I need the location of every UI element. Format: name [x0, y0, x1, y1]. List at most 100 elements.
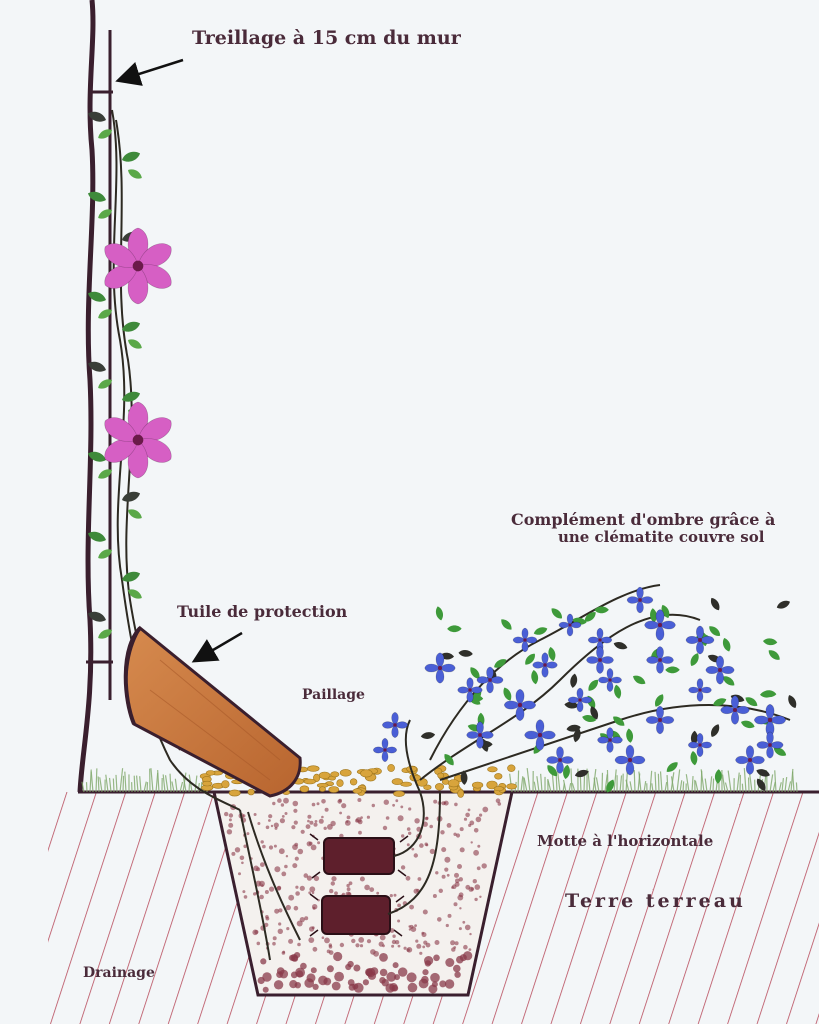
- soil-dot: [405, 875, 411, 881]
- petal: [730, 695, 740, 711]
- soil-dot: [314, 820, 318, 823]
- soil-dot: [278, 922, 282, 926]
- grass-blade: [179, 781, 184, 793]
- petal: [715, 669, 725, 685]
- petal: [556, 746, 564, 761]
- soil-dot: [297, 942, 301, 947]
- label-shade-line2: une clématite couvre sol: [557, 528, 765, 547]
- grass-blade: [659, 771, 663, 793]
- soil-dot: [318, 818, 324, 824]
- mulch-chip: [434, 783, 444, 791]
- grass-blade: [540, 773, 543, 793]
- leaf-icon: [690, 730, 698, 746]
- soil-dot: [327, 824, 333, 830]
- grass-blade: [551, 773, 555, 793]
- petal: [489, 676, 504, 684]
- grass-blade: [619, 775, 623, 793]
- soil-dot: [329, 888, 334, 894]
- flower-center: [718, 668, 722, 672]
- soil-dot: [435, 871, 439, 875]
- leaf-icon: [87, 111, 106, 122]
- mulch-chip: [330, 771, 340, 778]
- soil-dot: [474, 884, 481, 890]
- soil-dot: [477, 844, 481, 848]
- soil-dot: [379, 968, 388, 977]
- leaf-icon: [713, 698, 727, 706]
- blue-clematis-icon: [597, 727, 623, 753]
- petal: [735, 755, 751, 765]
- petal: [769, 715, 787, 725]
- soil-dot: [431, 981, 438, 988]
- flower-center: [627, 757, 633, 763]
- petal: [587, 636, 601, 644]
- grass-blade: [523, 777, 528, 793]
- soil-dot: [295, 885, 299, 889]
- petal: [645, 716, 661, 724]
- grass-blade: [651, 783, 654, 793]
- soil-dot: [268, 814, 273, 819]
- blue-clematis-icon: [457, 677, 483, 703]
- petal: [696, 744, 704, 758]
- flower-center: [468, 688, 472, 692]
- soil-dot: [273, 822, 279, 828]
- petal: [756, 741, 771, 749]
- flower-center: [767, 717, 773, 723]
- grass-blade: [162, 774, 166, 793]
- leaf-icon: [776, 600, 790, 609]
- soil-dot: [465, 812, 470, 818]
- soil-dot: [394, 940, 400, 945]
- soil-dot: [295, 891, 300, 896]
- leaf-icon: [98, 209, 112, 219]
- petal: [636, 599, 644, 614]
- soil-dot: [398, 967, 408, 977]
- petal: [512, 636, 526, 644]
- mulch-chip: [299, 785, 310, 793]
- petal: [576, 699, 584, 713]
- soil-dot: [277, 798, 282, 803]
- soil-dot: [445, 958, 455, 967]
- mulch-chip: [506, 783, 517, 790]
- grass-blade: [682, 781, 685, 793]
- petal: [696, 732, 704, 746]
- soil-dot: [421, 932, 427, 938]
- grass-blade: [97, 776, 100, 793]
- soil-dot: [310, 844, 317, 851]
- leaf-icon: [460, 770, 468, 785]
- soil-dot: [353, 964, 361, 972]
- soil-dot: [294, 842, 299, 847]
- soil-dot: [257, 822, 261, 825]
- leaf-icon: [710, 597, 720, 611]
- soil-dot: [406, 843, 410, 847]
- grass-blade: [526, 768, 531, 793]
- petal: [687, 741, 701, 749]
- leaf-icon: [501, 619, 512, 630]
- soil-dot: [273, 980, 284, 990]
- leaf-icon: [661, 604, 670, 619]
- soil-dot: [310, 967, 317, 974]
- petal: [655, 609, 665, 626]
- soil-dot: [228, 818, 232, 822]
- soil-dot: [346, 815, 351, 820]
- soil-dot: [468, 948, 472, 951]
- soil-dot: [437, 917, 442, 922]
- soil-dot: [422, 969, 429, 976]
- soil-dot: [469, 932, 472, 936]
- blue-clematis-icon: [756, 731, 784, 759]
- leaf-icon: [533, 627, 548, 635]
- soil-dot: [278, 848, 285, 855]
- grass-blade: [638, 771, 642, 793]
- leaf-icon: [709, 626, 721, 636]
- grass-blade: [174, 778, 178, 793]
- soil-dot: [293, 808, 298, 813]
- soil-dot: [316, 802, 320, 806]
- soil-dot: [463, 944, 468, 950]
- soil-dot: [397, 919, 401, 923]
- grass-blade: [164, 775, 169, 793]
- grass-blade: [769, 774, 774, 793]
- mulch-chip: [202, 780, 213, 787]
- soil-dot: [241, 861, 244, 865]
- leaf-icon: [494, 659, 507, 668]
- soil-dot: [382, 825, 388, 831]
- petal: [609, 736, 623, 744]
- soil-dot: [348, 881, 353, 886]
